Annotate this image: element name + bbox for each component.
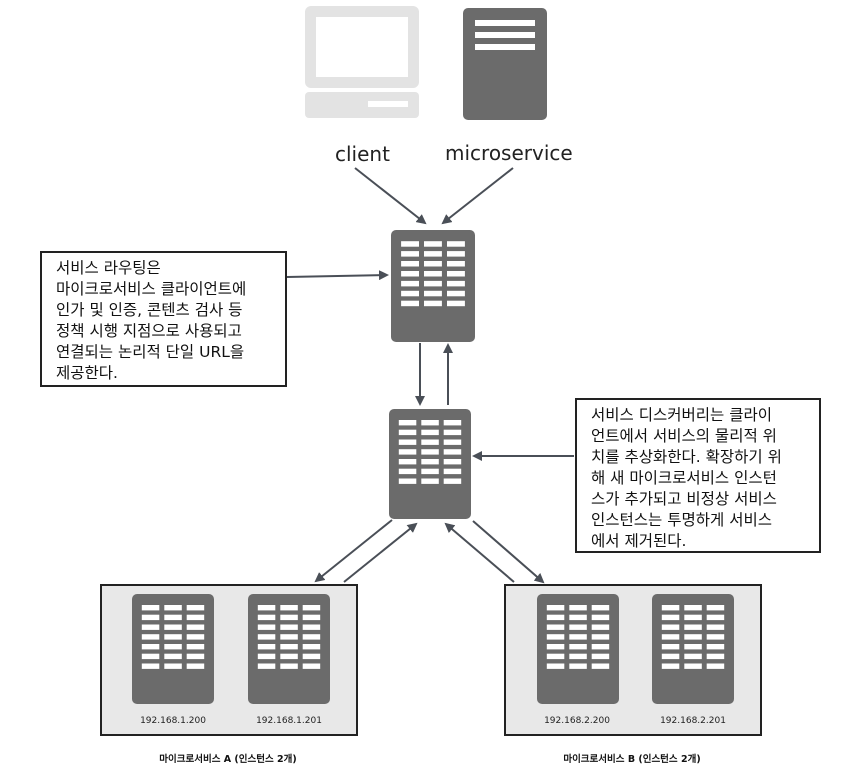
instance-ip: 192.168.1.201 [256,716,322,726]
instance-ip: 192.168.2.201 [660,716,726,726]
instance-ip: 192.168.1.200 [140,716,206,726]
client-label: client [335,142,390,166]
routing-note: 서비스 라우팅은 마이크로서비스 클라이언트에 인가 및 인증, 콘텐츠 검사 … [40,251,287,387]
microservice-a-label: 마이크로서비스 A (인스턴스 2개) [159,754,297,765]
connector-arrows [286,167,574,584]
discovery-note: 서비스 디스커버리는 클라이 언트에서 서비스의 물리적 위 치를 추상화한다.… [575,398,821,553]
instance-ip: 192.168.2.200 [544,716,610,726]
client-computer-icon [305,6,419,118]
service-router-server-icon [391,230,475,342]
microservice-a-instance-1-server-icon [132,594,214,704]
microservice-a-instance-2-server-icon [248,594,330,704]
microservice-b-label: 마이크로서비스 B (인스턴스 2개) [563,754,701,765]
microservice-b-instance-2-server-icon [652,594,734,704]
microservice-b-instance-1-server-icon [537,594,619,704]
service-discovery-server-icon [389,409,471,519]
microservice-server-icon [463,8,547,120]
microservice-label: microservice [445,141,573,165]
